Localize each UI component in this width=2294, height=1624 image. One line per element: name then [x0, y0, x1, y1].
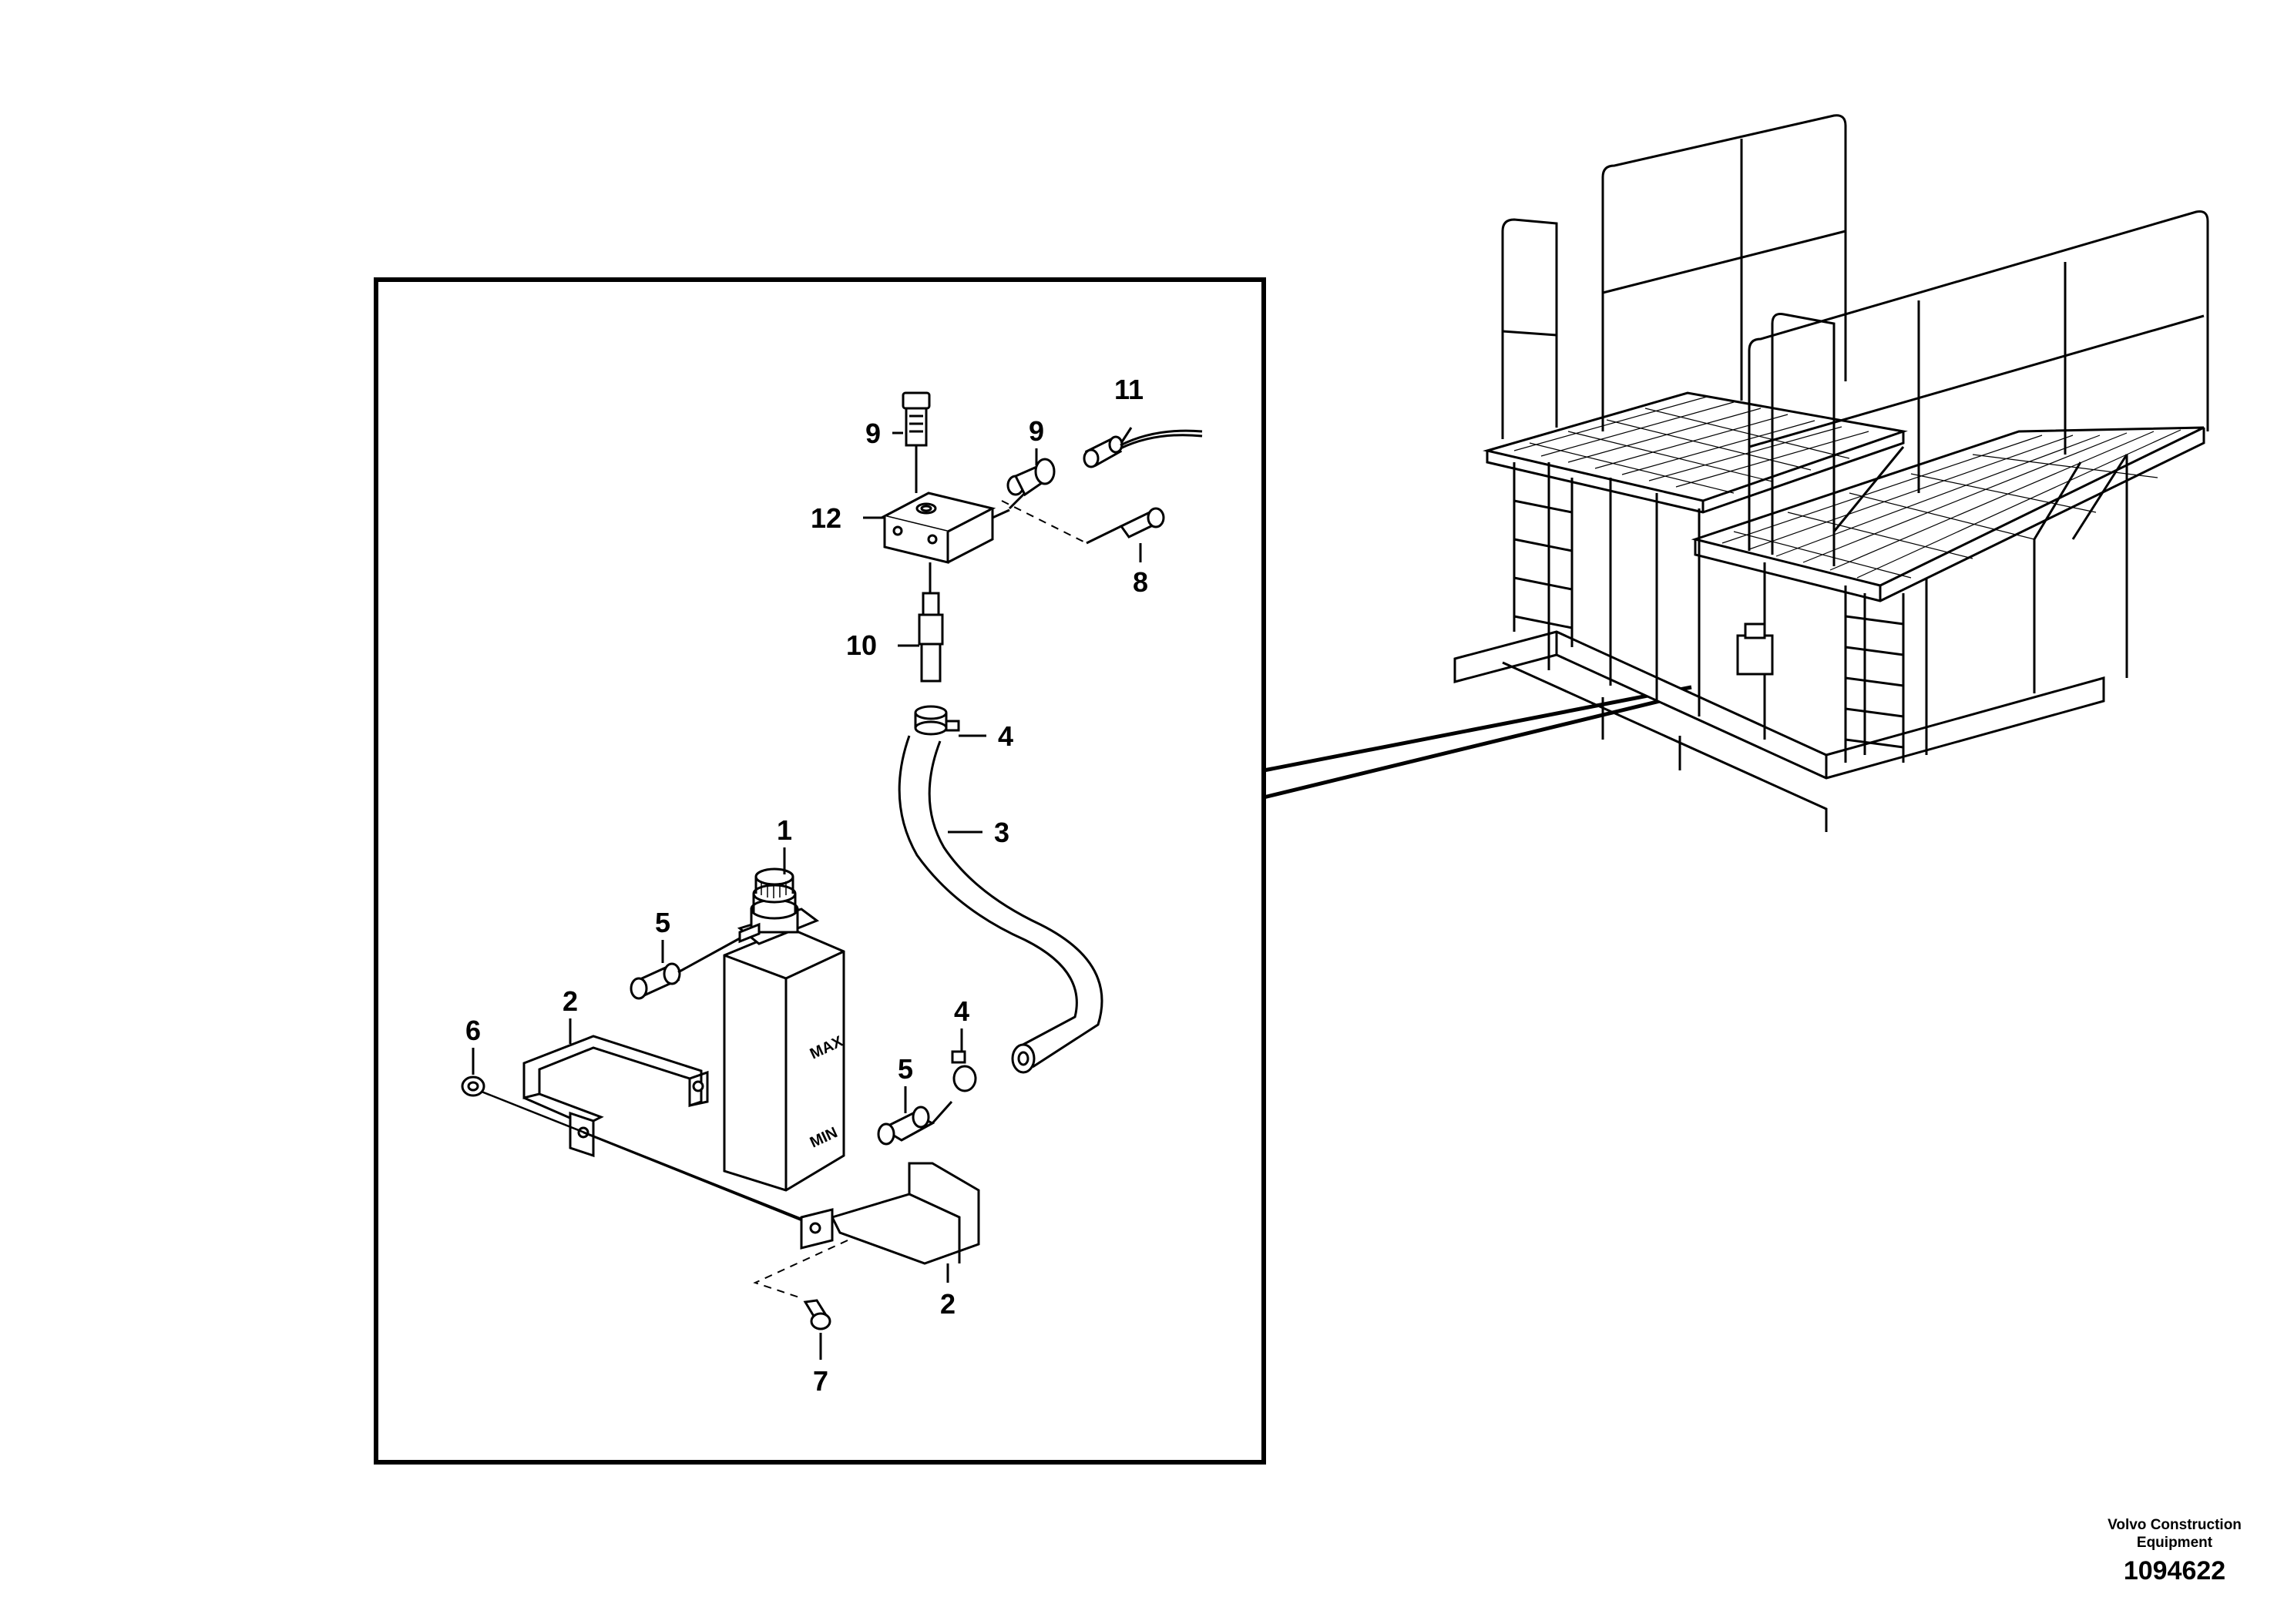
- part-4-upper-clamp: [914, 705, 960, 736]
- part-11-hose-end: [1083, 429, 1203, 468]
- callout-12: 12: [811, 502, 841, 534]
- callout-8: 8: [1133, 566, 1148, 598]
- brand-line-1: Volvo Construction: [2108, 1517, 2242, 1533]
- part-2-upper-bracket: [522, 1035, 709, 1158]
- part-5-lower-hose-piece: [877, 1101, 953, 1146]
- callout-4-upper: 4: [998, 720, 1013, 752]
- assembly-line-bracket-2: [583, 1131, 814, 1226]
- part-3-hose: [898, 735, 1103, 1074]
- part-9-upper-nipple: [902, 391, 931, 493]
- callout-2-upper: 2: [563, 985, 578, 1017]
- part-8-screw: [1086, 507, 1165, 545]
- part-10-adaptor: [918, 562, 944, 683]
- callout-6: 6: [465, 1015, 481, 1046]
- detail-frame: [374, 277, 1692, 1465]
- callout-leaders: [472, 427, 1142, 1360]
- document-number: 1094622: [2124, 1556, 2225, 1585]
- assembly-line-8: [1001, 500, 1087, 544]
- callout-2-lower: 2: [940, 1288, 956, 1320]
- machine-platform-overview: [1453, 114, 2209, 832]
- callout-4-lower: 4: [954, 995, 969, 1027]
- callout-9-upper: 9: [865, 418, 881, 449]
- part-4-lower-clamp: [951, 1050, 977, 1092]
- callout-5-upper: 5: [655, 907, 670, 938]
- callout-1: 1: [777, 814, 792, 846]
- part-12-block: [881, 492, 996, 564]
- callout-3: 3: [994, 817, 1009, 848]
- part-9-side-nipple: [992, 458, 1056, 519]
- callout-5-lower: 5: [898, 1053, 913, 1085]
- part-6-nut: [461, 1075, 485, 1097]
- brand-line-2: Equipment: [2137, 1535, 2213, 1551]
- footer-block: Volvo Construction Equipment 1094622: [2108, 1517, 2242, 1585]
- callout-9-side: 9: [1029, 415, 1044, 447]
- callout-7: 7: [813, 1365, 828, 1397]
- assembly-line-7: [753, 1240, 848, 1299]
- callout-11: 11: [1114, 374, 1144, 405]
- part-5-upper-hose-piece: [630, 937, 741, 1000]
- part-7-screw: [803, 1299, 831, 1330]
- callout-10: 10: [846, 629, 877, 661]
- part-2-lower-bracket: [800, 1162, 980, 1265]
- part-1-washer-bottle: MAX MIN: [723, 867, 846, 1192]
